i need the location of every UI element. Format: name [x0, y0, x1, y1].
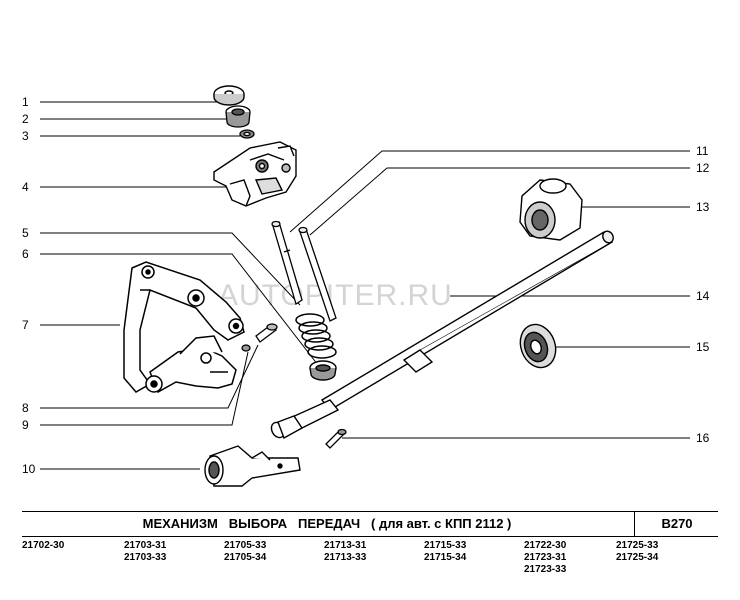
part-number-column-3: 21705-33 21705-34 [224, 540, 266, 564]
part-number: 21703-33 [124, 552, 167, 563]
diagram-title: МЕХАНИЗМ ВЫБОРА ПЕРЕДАЧ ( для авт. с КПП… [142, 516, 512, 531]
part-rod-11 [271, 220, 303, 306]
part-screw [325, 428, 347, 449]
part-rod-12 [298, 226, 337, 322]
callout-2: 2 [22, 112, 29, 126]
part-number: 21705-34 [224, 552, 267, 563]
callout-14: 14 [696, 289, 710, 303]
part-number-column-5: 21715-33 21715-34 [424, 540, 466, 564]
part-number: 21705-33 [224, 540, 267, 551]
callout-4: 4 [22, 180, 29, 194]
callout-11: 11 [696, 144, 709, 158]
part-bolt [255, 323, 278, 343]
part-bearing [519, 323, 557, 369]
part-number: 21715-34 [424, 552, 467, 563]
exploded-parts-drawing: AUTOPITER.RU [40, 85, 690, 487]
diagram-code: B270 [661, 516, 693, 531]
part-spring [295, 313, 337, 359]
part-number: 21723-33 [524, 564, 567, 575]
part-shaft [270, 230, 614, 440]
part-number-column-7: 21725-33 21725-34 [616, 540, 658, 564]
part-number-column-1: 21702-30 [22, 540, 64, 552]
callout-10: 10 [22, 462, 36, 476]
part-number-column-6: 21722-30 21723-31 21723-33 [524, 540, 566, 576]
callout-15: 15 [696, 340, 710, 354]
part-number: 21713-33 [324, 552, 367, 563]
part-number: 21713-31 [324, 540, 367, 551]
part-spring-cap [225, 105, 251, 128]
part-number: 21723-31 [524, 552, 567, 563]
part-selector-fork [123, 261, 245, 394]
callout-13: 13 [696, 200, 710, 214]
part-spring-cup [309, 360, 337, 381]
callout-8: 8 [22, 401, 29, 415]
part-bushing [519, 178, 583, 241]
part-number-column-4: 21713-31 21713-33 [324, 540, 366, 564]
callout-7: 7 [22, 318, 29, 332]
watermark: AUTOPITER.RU [218, 279, 453, 312]
callout-5: 5 [22, 226, 29, 240]
part-number: 21725-34 [616, 552, 659, 563]
callout-1: 1 [22, 95, 29, 109]
part-lever-housing [213, 141, 297, 207]
callout-6: 6 [22, 247, 29, 261]
part-number-column-2: 21703-31 21703-33 [124, 540, 166, 564]
part-number: 21715-33 [424, 540, 467, 551]
part-number: 21702-30 [22, 540, 65, 551]
part-small-ring [239, 129, 255, 139]
callout-3: 3 [22, 129, 29, 143]
callout-12: 12 [696, 161, 710, 175]
part-lock-washer [241, 344, 251, 352]
part-number: 21725-33 [616, 540, 659, 551]
part-number: 21703-31 [124, 540, 167, 551]
title-divider [634, 512, 635, 536]
part-shift-lever [204, 445, 301, 487]
part-number: 21722-30 [524, 540, 567, 551]
title-bar: МЕХАНИЗМ ВЫБОРА ПЕРЕДАЧ ( для авт. с КПП… [22, 511, 718, 537]
callout-16: 16 [696, 431, 710, 445]
callout-9: 9 [22, 418, 29, 432]
part-washer [213, 85, 245, 106]
